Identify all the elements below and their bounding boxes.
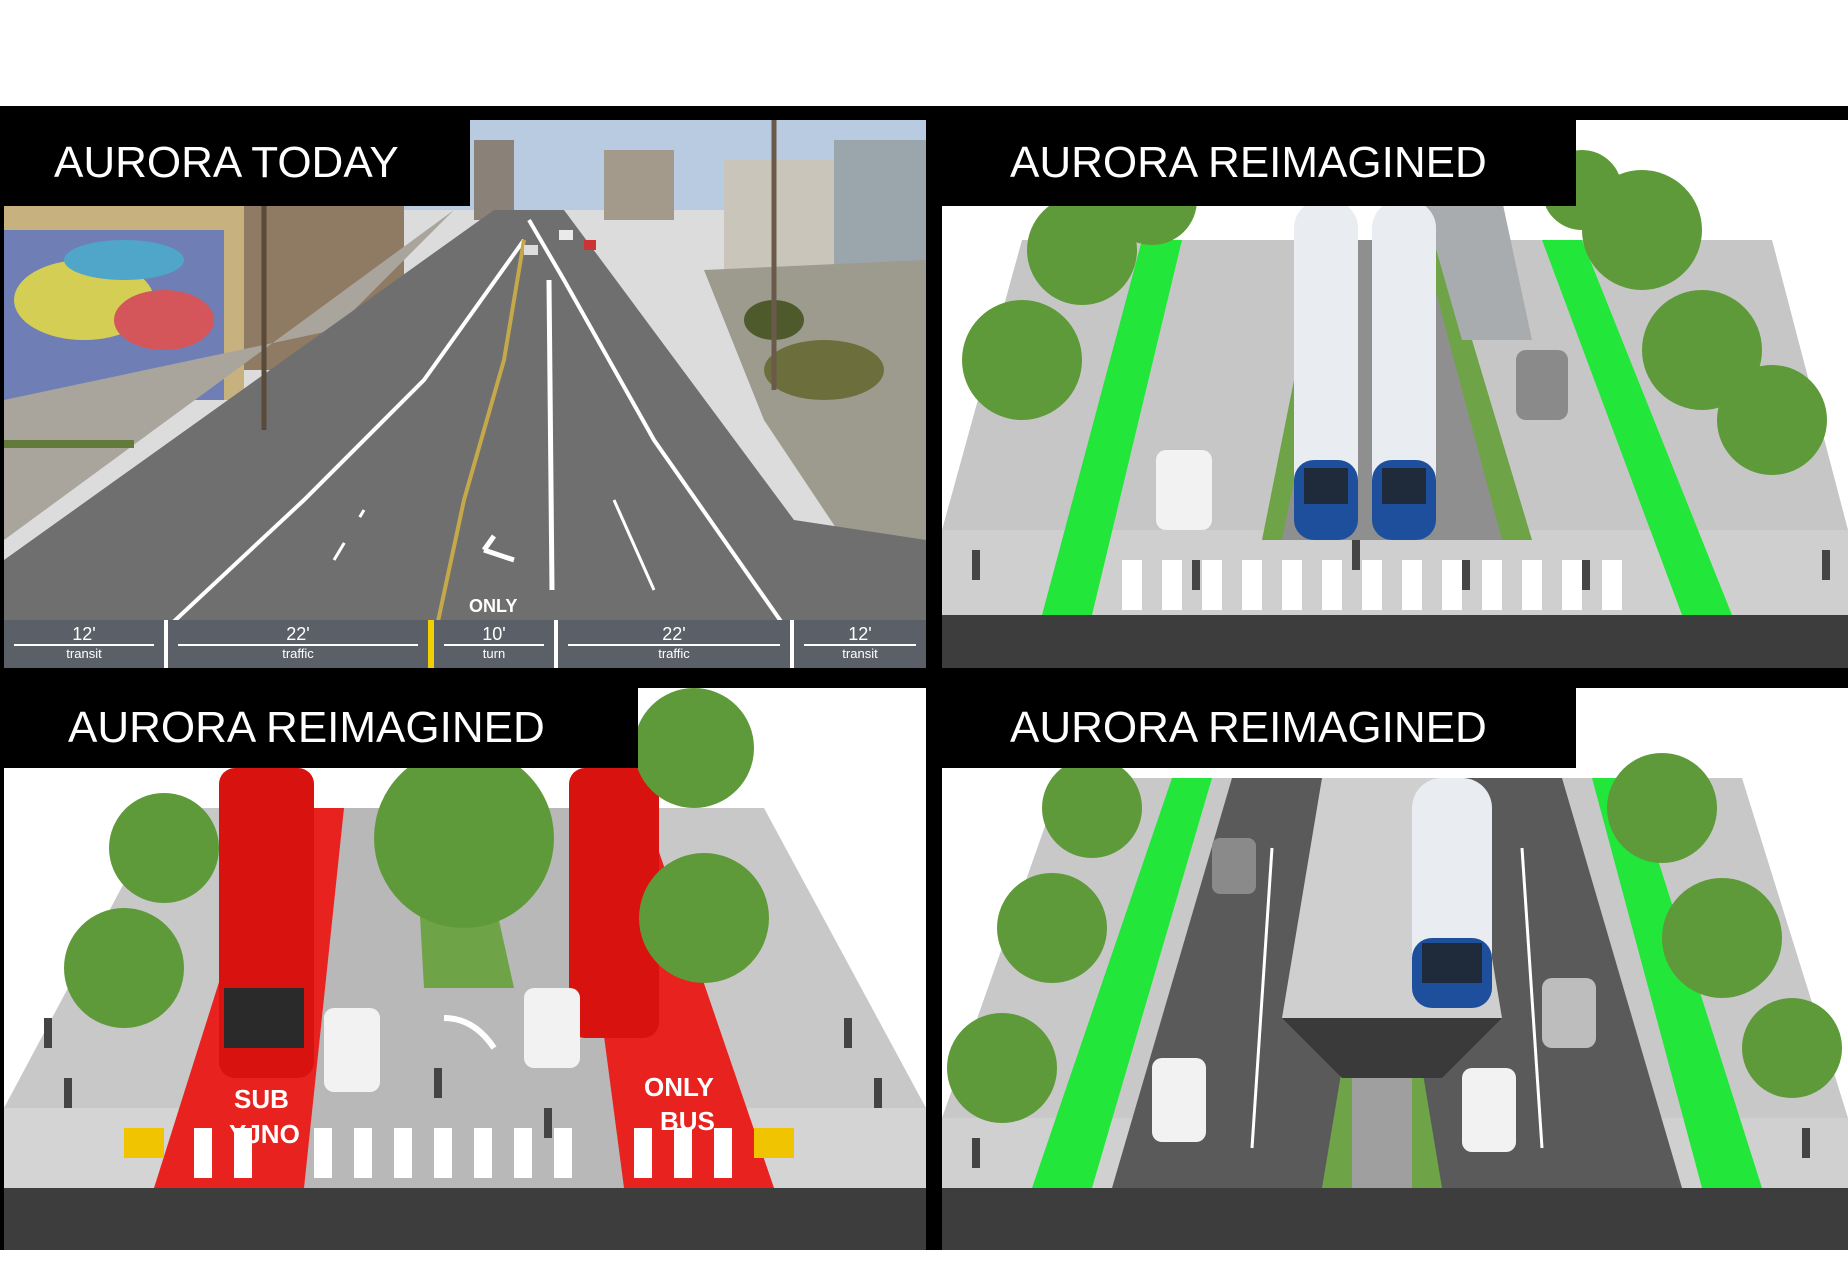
lane-scale-item: 22' traffic <box>168 624 428 662</box>
panel-title: AURORA REIMAGINED <box>1010 138 1487 187</box>
panel-label: AURORA REIMAGINED <box>942 688 1576 768</box>
elevated-rail-rendering <box>942 753 1848 1250</box>
lane-scale-bar: 12' transit 22' traffic 10' turn 22' tra… <box>4 620 926 668</box>
scale-divider-yellow <box>428 620 434 668</box>
panel-title: AURORA TODAY <box>54 138 399 187</box>
bus-lane-text-left-2: YJNO <box>229 1119 300 1149</box>
panel-reimagined-bus-lanes: SUB YJNO ONLY BUS AURORA REIMAGINED <box>4 688 926 1250</box>
bus-lane-text-right-1: ONLY <box>644 1072 714 1102</box>
lane-scale-item: 10' turn <box>434 624 554 662</box>
only-marking: ONLY <box>469 596 517 616</box>
lane-scale-item: 22' traffic <box>558 624 790 662</box>
lane-width: 12' <box>72 624 96 644</box>
lane-use: transit <box>14 644 154 662</box>
light-rail-rendering <box>942 150 1848 668</box>
panel-label: AURORA REIMAGINED <box>4 688 638 768</box>
lane-width: 22' <box>662 624 686 644</box>
lane-use: turn <box>444 644 544 662</box>
lane-scale-item: 12' transit <box>794 624 926 662</box>
panel-aurora-today: ONLY 12' transit 22' traffic 10' turn 22… <box>4 120 926 668</box>
scale-divider <box>554 620 558 668</box>
panel-reimagined-light-rail: AURORA REIMAGINED <box>942 120 1848 668</box>
lane-width: 12' <box>848 624 872 644</box>
lane-use: traffic <box>568 644 780 662</box>
panel-label: AURORA TODAY <box>4 120 470 206</box>
lane-use: transit <box>804 644 916 662</box>
panel-label: AURORA REIMAGINED <box>942 120 1576 206</box>
panel-title: AURORA REIMAGINED <box>68 703 545 752</box>
scale-divider <box>790 620 794 668</box>
image-grid: ONLY 12' transit 22' traffic 10' turn 22… <box>0 106 1848 1250</box>
bus-lanes-rendering: SUB YJNO ONLY BUS <box>4 688 926 1250</box>
lane-use: traffic <box>178 644 418 662</box>
lane-width: 10' <box>482 624 506 644</box>
lane-width: 22' <box>286 624 310 644</box>
panel-reimagined-elevated-rail: AURORA REIMAGINED <box>942 688 1848 1250</box>
bus-lane-text-right-2: BUS <box>660 1106 715 1136</box>
aurora-today-photo: ONLY <box>4 120 926 668</box>
bus-lane-text-left-1: SUB <box>234 1084 289 1114</box>
lane-scale-item: 12' transit <box>4 624 164 662</box>
scale-divider <box>164 620 168 668</box>
panel-title: AURORA REIMAGINED <box>1010 703 1487 752</box>
